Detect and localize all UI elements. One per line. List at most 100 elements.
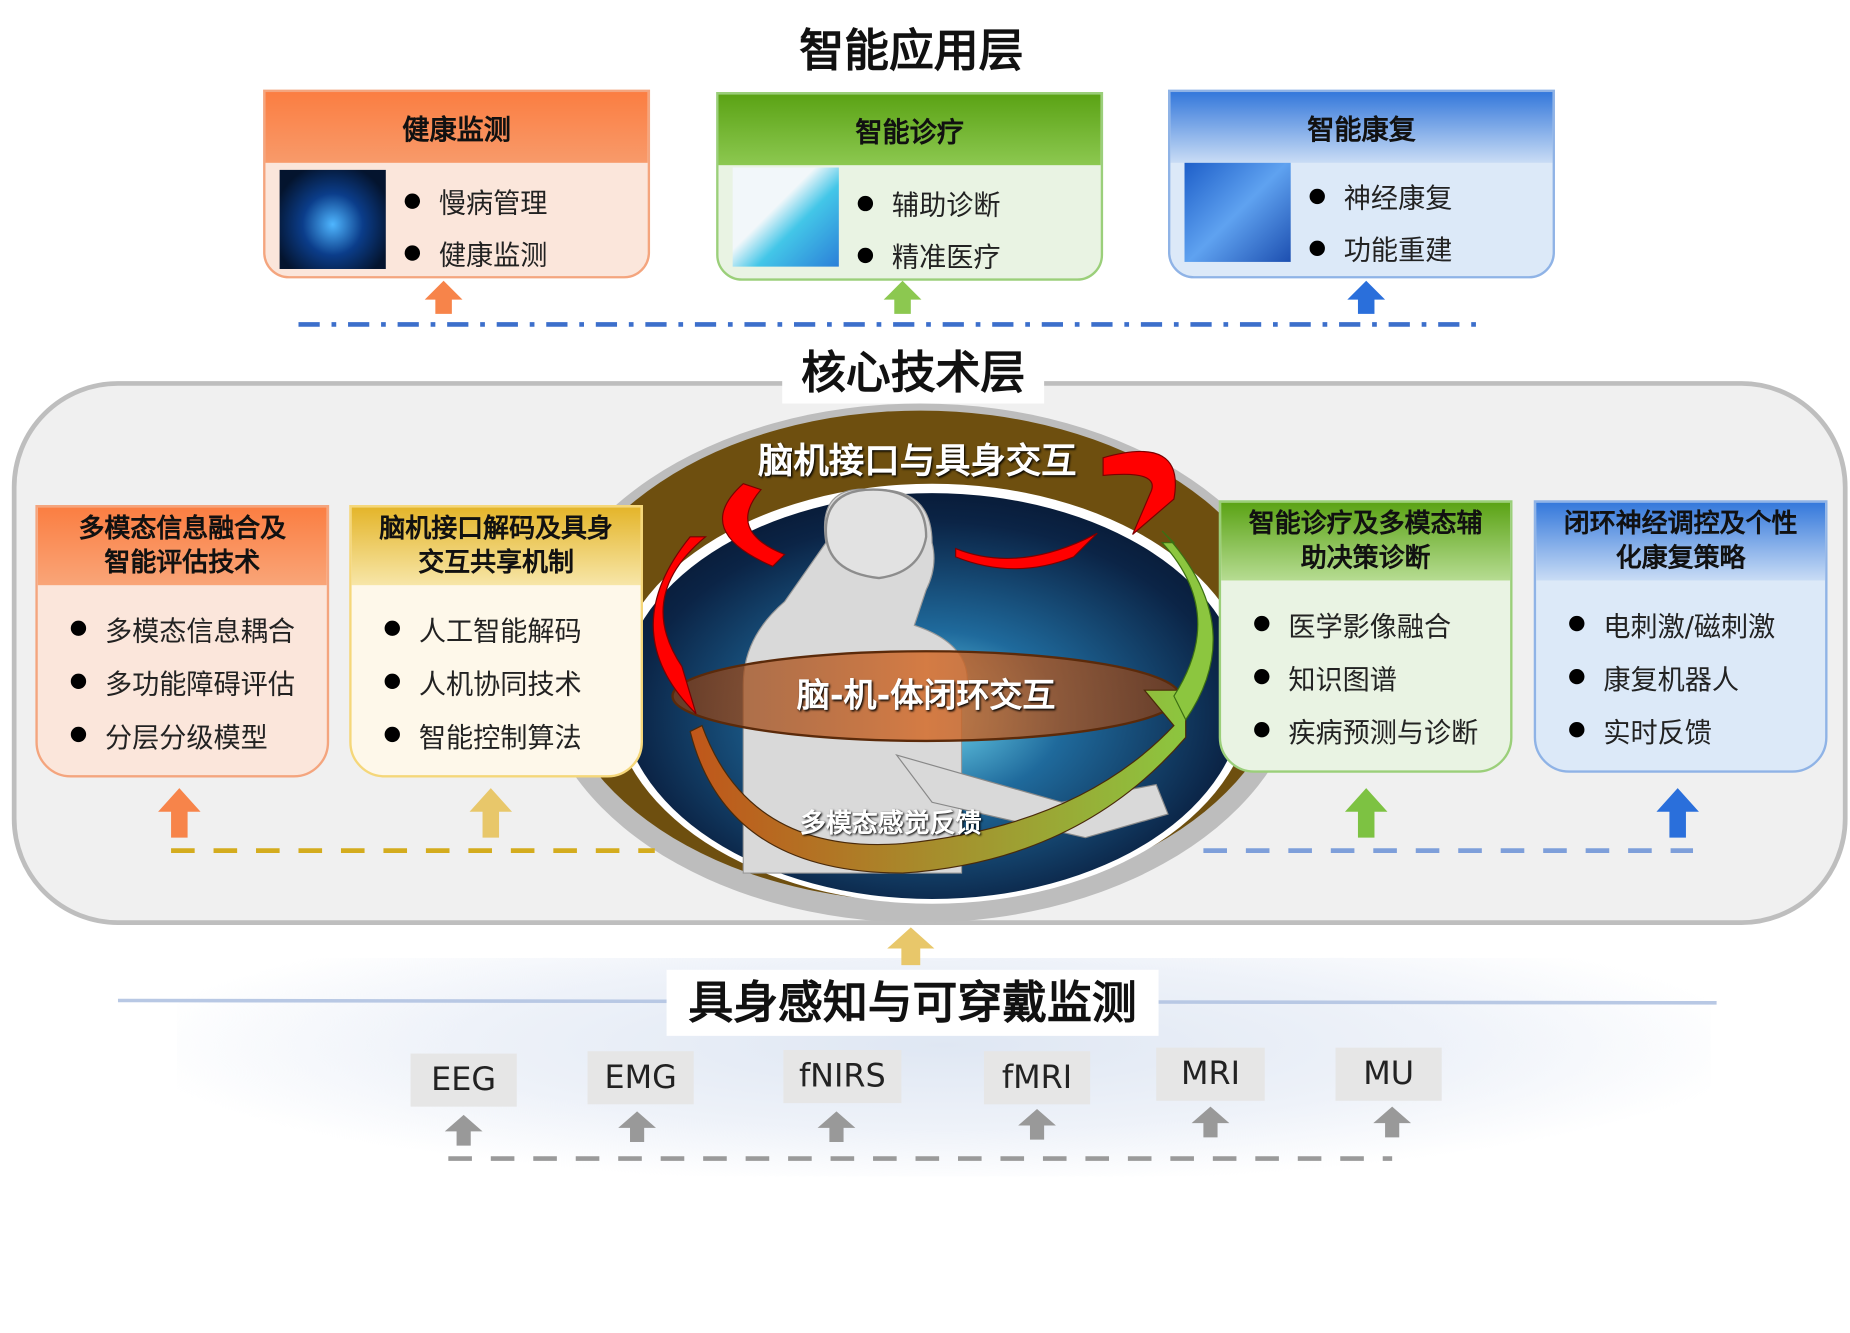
red-top-left-arrow-icon: [721, 483, 786, 568]
header-line: 智能评估技术: [104, 548, 261, 579]
list-item: 实时反馈: [1569, 703, 1825, 756]
feedback-arrow-icon: [689, 689, 1187, 874]
perception-layer-title: 具身感知与可穿戴监测: [666, 969, 1159, 1036]
list-item: 功能重建: [1309, 222, 1453, 274]
bci-embodied-label: 脑机接口与具身交互: [758, 441, 1077, 483]
up-arrow-icon: [1344, 788, 1388, 838]
bullet-icon: [384, 673, 400, 690]
item-label: 多模态信息耦合: [105, 616, 295, 648]
item-label: 慢病管理: [438, 188, 548, 220]
header-line: 多模态信息融合及: [78, 514, 287, 544]
item-label: 健康监测: [438, 240, 548, 272]
bullet-icon: [404, 192, 421, 209]
tech-box-header: 智能诊疗及多模态辅助决策诊断: [1221, 502, 1511, 581]
sensor-mri: MRI: [1156, 1047, 1265, 1101]
brain-icon: [824, 488, 928, 580]
item-label: 疾病预测与诊断: [1288, 717, 1479, 749]
bullet-icon: [70, 620, 87, 636]
app-box-smart-rehab: 智能康复 神经康复 功能重建: [1168, 89, 1555, 279]
red-top-right-arrow-icon: [1102, 450, 1176, 535]
bullet-icon: [1254, 615, 1270, 632]
item-label: 人机协同技术: [418, 669, 582, 701]
header-line: 脑机接口解码及具身: [379, 514, 613, 544]
bullet-icon: [1569, 722, 1585, 738]
header-line: 智能诊疗及多模态辅: [1248, 509, 1483, 540]
list-item: 多功能障碍评估: [70, 655, 327, 708]
app-box-health-monitoring: 健康监测 慢病管理 健康监测: [263, 89, 651, 279]
bullet-icon: [70, 726, 87, 743]
body-scan-image: [279, 169, 386, 269]
header-line: 助决策诊断: [1300, 543, 1431, 574]
up-arrow-icon: [817, 1111, 856, 1143]
bullet-icon: [1569, 615, 1585, 632]
up-arrow-icon: [424, 280, 463, 314]
bullet-icon: [384, 620, 400, 636]
bullet-icon: [1254, 668, 1270, 685]
bullet-icon: [384, 726, 400, 743]
header-line: 交互共享机制: [418, 548, 574, 579]
sensor-fnirs: fNIRS: [783, 1050, 902, 1104]
up-arrow-icon: [1347, 280, 1386, 314]
bullet-icon: [857, 195, 874, 211]
red-left-arrow-icon: [652, 536, 708, 715]
up-arrow-icon: [1656, 788, 1699, 838]
item-label: 智能控制算法: [418, 722, 582, 754]
bullet-icon: [70, 673, 87, 690]
bullet-icon: [1254, 722, 1270, 738]
tech-box-header: 闭环神经调控及个性化康复策略: [1536, 502, 1826, 581]
tech-box-neuromodulation: 闭环神经调控及个性化康复策略 电刺激/磁刺激 康复机器人 实时反馈: [1533, 500, 1828, 773]
header-line: 化康复策略: [1615, 543, 1746, 574]
clinic-illustration-image: [732, 167, 839, 267]
bullet-icon: [1569, 668, 1585, 685]
sensor-mu: MU: [1335, 1047, 1442, 1101]
up-arrow-icon: [469, 788, 513, 838]
red-middle-arrow-icon: [955, 532, 1098, 570]
closed-loop-label: 脑-机-体闭环交互: [796, 676, 1056, 715]
bullet-icon: [1309, 240, 1325, 256]
up-arrow-icon: [883, 280, 922, 314]
up-arrow-icon: [887, 927, 935, 966]
sensor-emg: EMG: [587, 1051, 694, 1105]
rehab-exoskeleton-image: [1184, 162, 1291, 262]
tech-box-diagnosis-decision: 智能诊疗及多模态辅助决策诊断 医学影像融合 知识图谱 疾病预测与诊断: [1218, 500, 1513, 773]
item-label: 辅助诊断: [891, 191, 1001, 222]
header-line: 闭环神经调控及个性: [1563, 509, 1798, 540]
list-item: 电刺激/磁刺激: [1569, 597, 1825, 650]
item-label: 医学影像融合: [1288, 611, 1452, 643]
bullet-icon: [404, 244, 421, 261]
app-box-header: 健康监测: [265, 92, 648, 163]
item-label: 功能重建: [1343, 235, 1453, 267]
up-arrow-icon: [1373, 1106, 1412, 1138]
list-item: 人机协同技术: [384, 655, 641, 708]
up-arrow-icon: [1018, 1109, 1056, 1140]
list-item: 精准医疗: [857, 229, 1001, 279]
tech-box-bci-decoding: 脑机接口解码及具身交互共享机制 人工智能解码 人机协同技术 智能控制算法: [349, 504, 643, 778]
list-item: 医学影像融合: [1254, 597, 1510, 650]
arm-figure: [895, 754, 1169, 839]
list-item: 智能控制算法: [384, 708, 641, 761]
item-label: 康复机器人: [1603, 664, 1740, 696]
up-arrow-icon: [444, 1114, 483, 1146]
item-label: 分层分级模型: [105, 722, 268, 754]
item-label: 知识图谱: [1288, 664, 1397, 696]
tech-box-multimodal-fusion: 多模态信息融合及智能评估技术 多模态信息耦合 多功能障碍评估 分层分级模型: [35, 504, 330, 778]
app-box-smart-diagnosis: 智能诊疗 辅助诊断 精准医疗: [716, 92, 1104, 281]
item-label: 人工智能解码: [418, 616, 582, 648]
green-right-arrow-icon: [1160, 530, 1214, 721]
item-label: 精准医疗: [891, 243, 1001, 274]
item-label: 实时反馈: [1603, 717, 1712, 749]
item-label: 多功能障碍评估: [105, 669, 295, 701]
list-item: 疾病预测与诊断: [1254, 703, 1510, 756]
list-item: 神经康复: [1309, 170, 1453, 222]
app-box-header: 智能康复: [1170, 92, 1553, 163]
list-item: 康复机器人: [1569, 650, 1825, 703]
item-label: 电刺激/磁刺激: [1603, 611, 1776, 643]
bullet-icon: [1309, 188, 1325, 204]
core-layer-title: 核心技术层: [782, 342, 1045, 404]
sensor-eeg: EEG: [410, 1053, 517, 1107]
application-layer-title: 智能应用层: [799, 24, 1024, 77]
item-label: 神经康复: [1343, 184, 1453, 215]
bullet-icon: [857, 247, 874, 263]
